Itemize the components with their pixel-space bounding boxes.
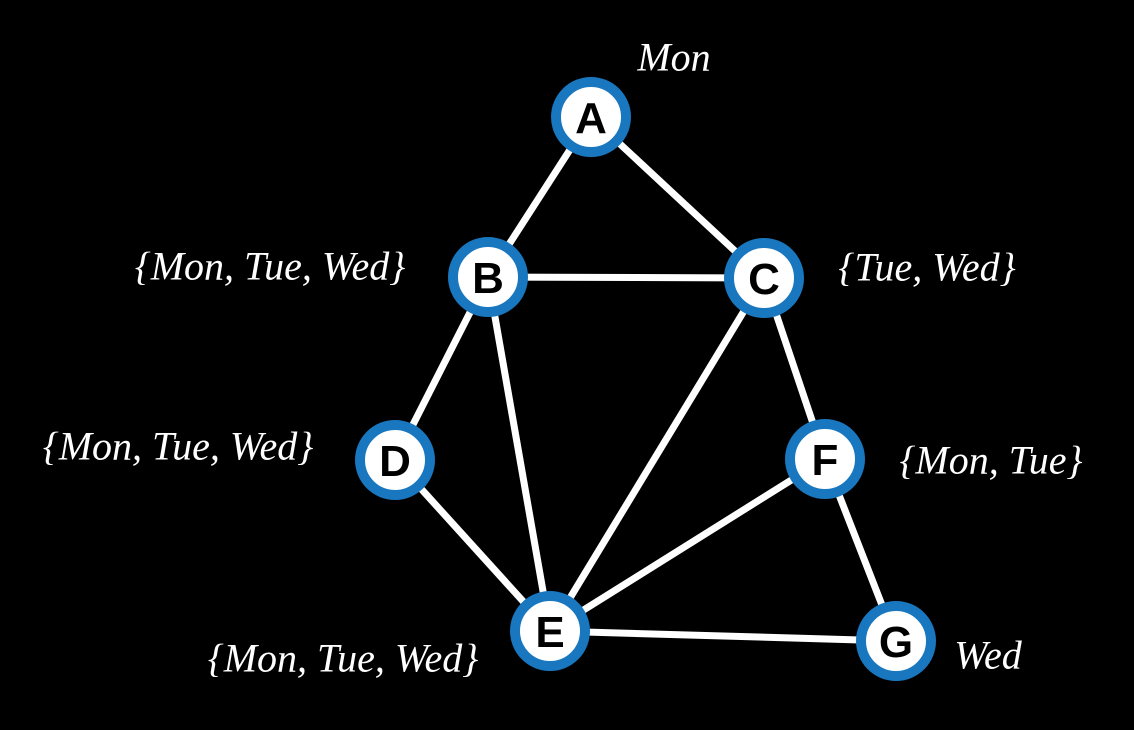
edges-layer	[391, 113, 900, 645]
node-A-circle	[551, 77, 631, 157]
domain-label-E: {Mon, Tue, Wed}	[208, 636, 479, 681]
node-C: C	[724, 238, 804, 318]
node-F: F	[785, 419, 865, 499]
domain-label-G: Wed	[954, 633, 1022, 678]
node-C-circle	[724, 238, 804, 318]
node-D: D	[355, 420, 435, 500]
node-A: A	[551, 77, 631, 157]
node-G: G	[856, 601, 936, 681]
edge-B-C	[484, 273, 768, 282]
domain-label-F: {Mon, Tue}	[899, 438, 1082, 483]
node-E-letter: E	[535, 608, 564, 657]
node-G-letter: G	[879, 618, 913, 667]
domain-label-A: Mon	[636, 35, 710, 80]
node-B: B	[448, 237, 528, 317]
node-D-letter: D	[379, 437, 411, 486]
edge-E-F	[546, 455, 829, 635]
node-E-circle	[510, 591, 590, 671]
edge-E-G	[546, 627, 900, 645]
domain-label-B: {Mon, Tue, Wed}	[135, 244, 406, 289]
node-C-letter: C	[748, 255, 780, 304]
domain-label-C: {Tue, Wed}	[838, 245, 1015, 290]
edge-B-E	[484, 273, 554, 635]
edge-C-E	[546, 274, 768, 635]
node-A-letter: A	[575, 94, 607, 143]
node-F-circle	[785, 419, 865, 499]
domain-label-D: {Mon, Tue, Wed}	[43, 424, 314, 469]
node-B-letter: B	[472, 254, 504, 303]
node-B-circle	[448, 237, 528, 317]
domain-labels-layer: Mon {Mon, Tue, Wed} {Tue, Wed} {Mon, Tue, W…	[43, 35, 1083, 681]
node-F-letter: F	[812, 436, 839, 485]
node-D-circle	[355, 420, 435, 500]
node-G-circle	[856, 601, 936, 681]
nodes-layer: A B C D E F G	[355, 77, 936, 681]
node-E: E	[510, 591, 590, 671]
